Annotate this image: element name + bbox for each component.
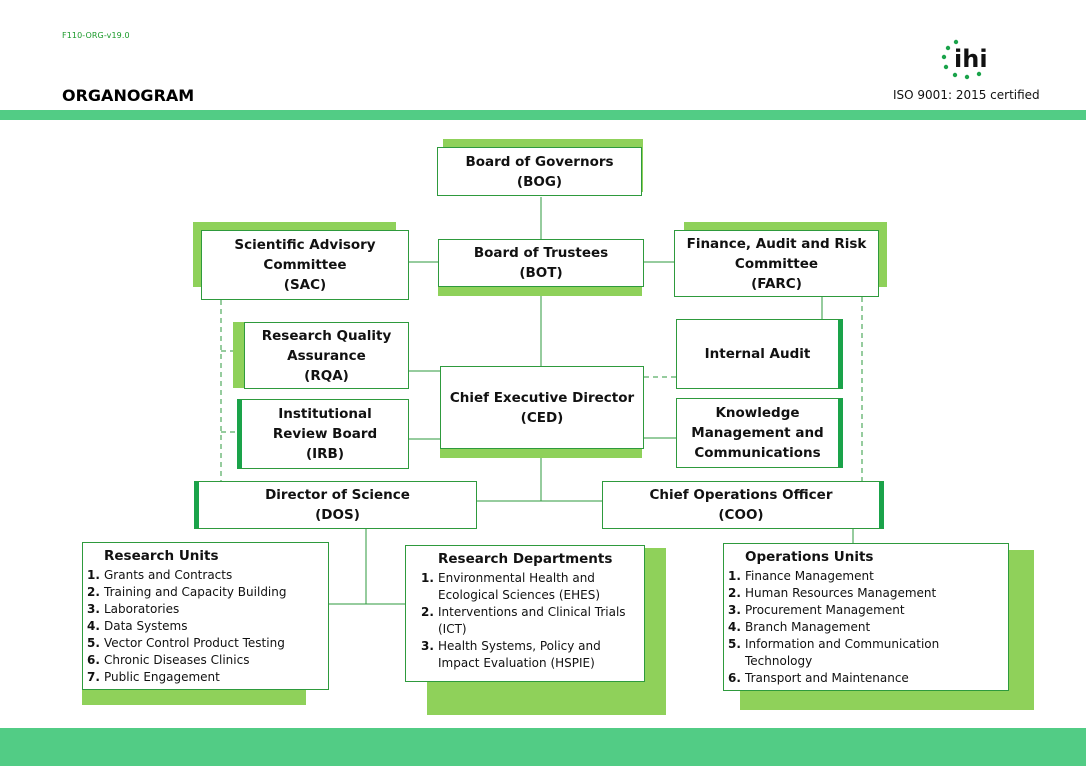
list-item: 4.Branch Management <box>728 620 871 634</box>
node-sac: Scientific Advisory Committee (SAC) <box>201 230 409 300</box>
bog-abbr: (BOG) <box>516 173 563 190</box>
research-units-title: Research Units <box>104 548 219 564</box>
rqa-abbr: (RQA) <box>304 367 349 384</box>
coo-abbr: (COO) <box>718 507 764 523</box>
research-units-panel: Research Units 1.Grants and Contracts 2.… <box>82 542 329 690</box>
list-item: 3.Health Systems, Policy and Impact Eval… <box>421 639 601 670</box>
rqa-shadow <box>233 322 245 388</box>
research-departments-panel: Research Departments 1.Environmental Hea… <box>405 545 645 682</box>
research-departments-title: Research Departments <box>438 551 613 567</box>
page-title: ORGANOGRAM <box>62 86 195 105</box>
list-item: 5.Information and Communication Technolo… <box>728 637 940 668</box>
list-item: 5.Vector Control Product Testing <box>87 636 285 650</box>
list-item: 4.Data Systems <box>87 619 188 633</box>
node-dos: Director of Science (DOS) <box>194 481 477 529</box>
node-irb: Institutional Review Board (IRB) <box>237 399 409 469</box>
node-bog: Board of Governors (BOG) <box>437 147 642 196</box>
farc-name-line2: Committee <box>734 255 819 272</box>
irb-name-line1: Institutional <box>278 406 372 422</box>
node-ced: Chief Executive Director (CED) <box>440 366 644 449</box>
list-item: 6.Transport and Maintenance <box>728 671 909 685</box>
bot-name: Board of Trustees <box>473 245 609 261</box>
rqa-name-line2: Assurance <box>287 347 366 364</box>
node-internal-audit: Internal Audit <box>676 319 843 389</box>
ced-abbr: (CED) <box>520 409 564 426</box>
node-bot: Board of Trustees (BOT) <box>438 239 644 287</box>
list-item: 1.Finance Management <box>728 569 874 583</box>
node-rqa: Research Quality Assurance (RQA) <box>244 322 409 389</box>
list-item: 7.Public Engagement <box>87 670 220 684</box>
list-item: 2.Human Resources Management <box>728 586 937 600</box>
sac-abbr: (SAC) <box>283 277 327 293</box>
bot-abbr: (BOT) <box>519 265 563 281</box>
kmc-name-line3: Communications <box>694 445 821 461</box>
node-kmc: Knowledge Management and Communications <box>676 398 843 468</box>
list-item: 2.Training and Capacity Building <box>87 585 287 599</box>
iso-certification: ISO 9001: 2015 certified <box>893 88 1040 102</box>
rqa-name-line1: Research Quality <box>261 327 392 344</box>
list-item: 3.Laboratories <box>87 602 180 616</box>
top-band <box>0 110 1086 120</box>
kmc-name-line1: Knowledge <box>715 405 800 421</box>
sac-name-line2: Committee <box>263 257 347 273</box>
operations-units-title: Operations Units <box>745 549 874 565</box>
ihi-logo: ihi <box>941 39 988 80</box>
sac-name-line1: Scientific Advisory <box>234 237 376 253</box>
svg-text:ihi: ihi <box>954 45 988 73</box>
internal-audit-name: Internal Audit <box>704 346 811 362</box>
list-item: 2.Interventions and Clinical Trials (ICT… <box>421 605 626 636</box>
bog-name: Board of Governors <box>465 153 614 170</box>
bottom-band <box>0 728 1086 766</box>
operations-units-panel: Operations Units 1.Finance Management 2.… <box>723 543 1009 691</box>
dos-name: Director of Science <box>265 487 410 503</box>
farc-abbr: (FARC) <box>751 275 802 292</box>
list-item: 1.Grants and Contracts <box>87 568 233 582</box>
list-item: 1.Environmental Health and Ecological Sc… <box>421 571 600 602</box>
document-code: F110-ORG-v19.0 <box>62 31 130 40</box>
dos-abbr: (DOS) <box>315 507 360 523</box>
ced-name: Chief Executive Director <box>449 389 635 406</box>
ced-shadow <box>440 447 642 458</box>
farc-name-line1: Finance, Audit and Risk <box>686 235 867 252</box>
bot-shadow <box>438 285 642 296</box>
list-item: 3.Procurement Management <box>728 603 905 617</box>
node-farc: Finance, Audit and Risk Committee (FARC) <box>674 230 879 297</box>
irb-abbr: (IRB) <box>305 446 345 462</box>
list-item: 6.Chronic Diseases Clinics <box>87 653 250 667</box>
irb-name-line2: Review Board <box>272 426 378 442</box>
coo-name: Chief Operations Officer <box>649 487 833 503</box>
node-coo: Chief Operations Officer (COO) <box>602 481 884 529</box>
kmc-name-line2: Management and <box>691 425 824 441</box>
